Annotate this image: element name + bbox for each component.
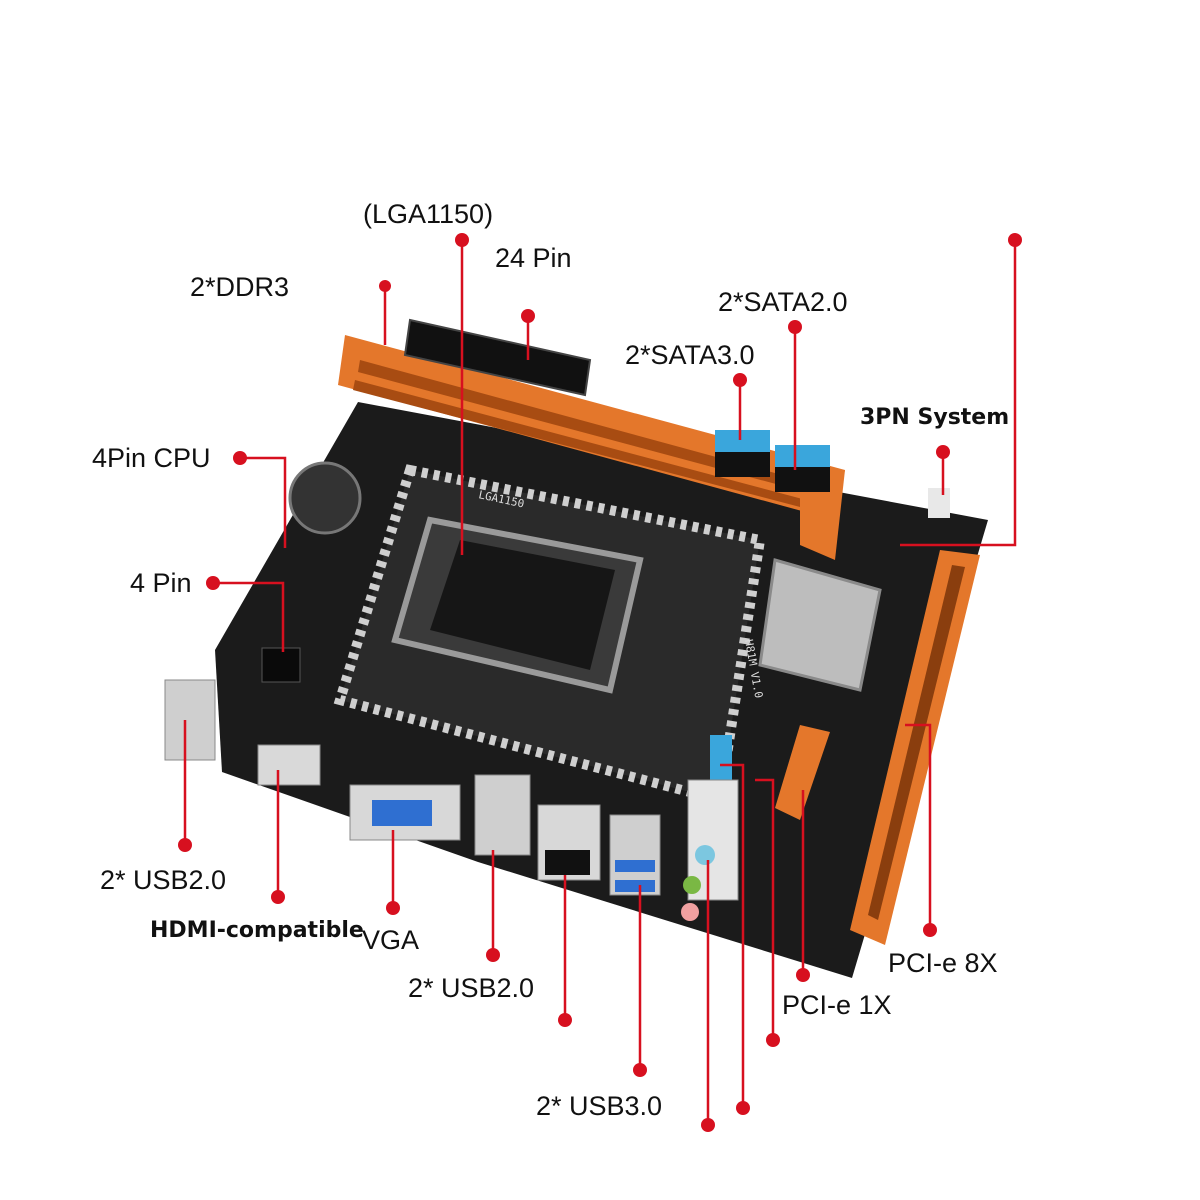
fan-connector: [928, 488, 950, 518]
label-atx-power: 24 Pin: [495, 243, 572, 273]
cmos-battery: [288, 461, 362, 535]
label-cpu-power: 4Pin CPU: [92, 443, 211, 473]
usb3-header: [710, 735, 732, 790]
label-socket: (LGA1150): [363, 199, 493, 229]
cpu-socket: LGA1150 H81M V1.0: [391, 488, 765, 699]
label-memory: 2*DDR3: [190, 272, 289, 302]
label-vga: VGA: [362, 925, 419, 955]
cpu-4pin-connector: [261, 647, 301, 683]
label-usb3: 2* USB3.0: [536, 1091, 662, 1121]
label-hdmi: HDMI-compatible: [150, 918, 364, 943]
label-sata2: 2*SATA2.0: [718, 287, 848, 317]
leader-lines: [178, 233, 1022, 1132]
label-pcie-1x: PCI-e 1X: [782, 990, 892, 1020]
label-pcie-8x: PCI-e 8X: [888, 948, 998, 978]
atx-24pin-connector: [403, 318, 592, 397]
chipset-heatsink: [758, 558, 882, 692]
label-four-pin: 4 Pin: [130, 568, 192, 598]
label-usb2-left: 2* USB2.0: [100, 865, 226, 895]
rear-io: [164, 679, 739, 921]
pcie-1x-slot: [775, 725, 830, 820]
sata-ports: [715, 430, 830, 492]
label-usb2-mid: 2* USB2.0: [408, 973, 534, 1003]
label-sata3: 2*SATA3.0: [625, 340, 755, 370]
label-fan: 3PN System: [860, 405, 1009, 430]
